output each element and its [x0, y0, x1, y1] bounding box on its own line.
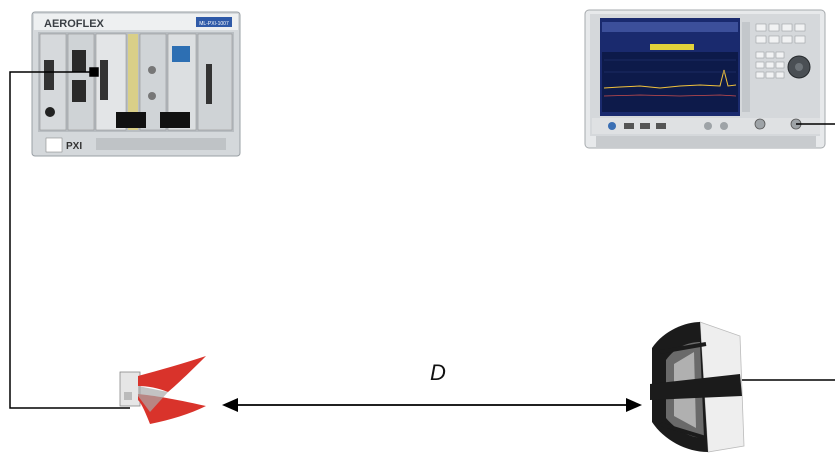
analyzer-keypad — [755, 23, 806, 79]
cable-analyzer-to-rx-antenna — [736, 123, 835, 381]
analyzer-trace — [603, 69, 737, 89]
pxi-brand-text: AEROFLEX — [44, 18, 105, 30]
spectrum-analyzer — [584, 9, 826, 149]
pxi-logo: PXI — [66, 141, 82, 152]
tx-horn-antenna — [119, 356, 206, 424]
pxi-chassis: AEROFLEX ML-PXI-1007 PXI — [31, 11, 241, 157]
distance-arrow — [222, 398, 642, 412]
cable-pxi-to-tx-antenna — [9, 67, 130, 409]
pxi-model-badge: ML-PXI-1007 — [199, 21, 229, 27]
distance-label: D — [430, 360, 446, 385]
rx-caged-antenna — [650, 321, 745, 453]
